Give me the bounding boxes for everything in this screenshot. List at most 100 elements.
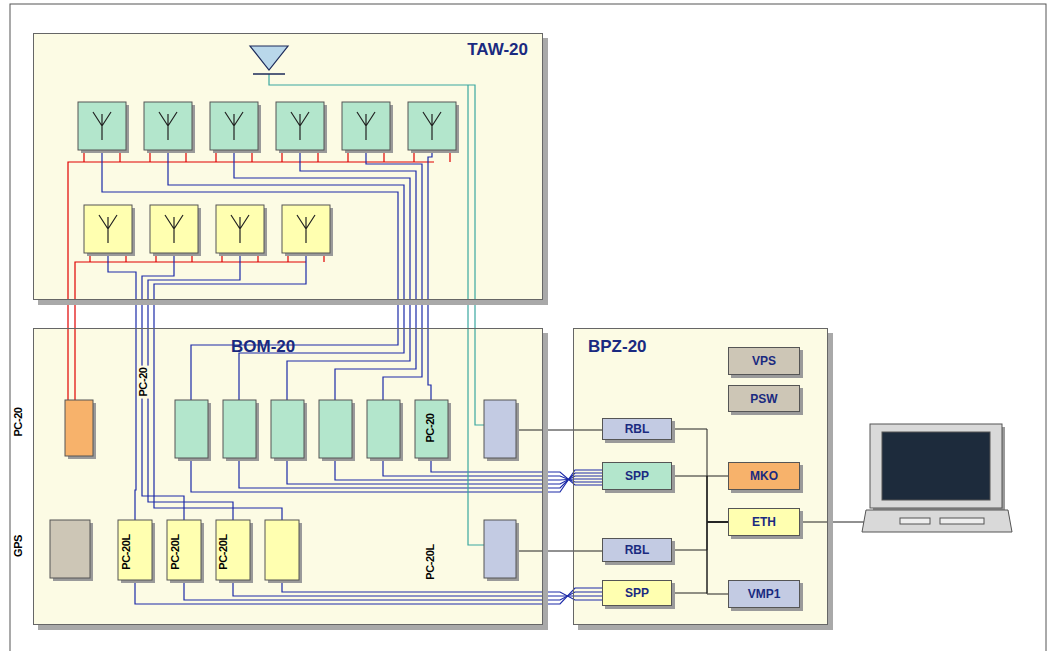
module-box: SPP [602, 462, 672, 490]
bus-line [672, 429, 728, 522]
antenna-symbol [93, 112, 111, 140]
module-box: RBL [602, 538, 672, 562]
module-box [216, 520, 250, 580]
antenna-box [210, 102, 258, 150]
gps-antenna [250, 46, 288, 70]
signal-wire [102, 150, 398, 400]
antenna-box [342, 102, 390, 150]
module-box [223, 400, 256, 458]
module-box [319, 400, 352, 458]
unit-title: BPZ-20 [588, 337, 647, 357]
antenna-box [150, 205, 198, 253]
panel-ground [573, 328, 828, 625]
signal-wire [366, 150, 422, 400]
signal-wire [383, 458, 602, 482]
module-label: ETH [752, 515, 776, 529]
module-box [265, 520, 299, 580]
gps-antenna [253, 73, 285, 75]
module-box: VMP1 [728, 580, 800, 608]
data-line [516, 430, 602, 431]
laptop-base [862, 510, 1012, 532]
laptop-display [882, 432, 990, 500]
signal-wire [135, 580, 602, 604]
antenna-cable [269, 74, 484, 425]
antenna-box [144, 102, 192, 150]
panel-ground [33, 33, 543, 300]
antenna-symbol [357, 112, 375, 140]
antenna-symbol [159, 112, 177, 140]
module-box: PSW [728, 385, 800, 412]
module-box [484, 400, 516, 458]
module-box: MKO [728, 462, 800, 490]
signal-wire [431, 458, 602, 485]
signal-wire [239, 458, 602, 488]
part-label: PC-20 [424, 411, 436, 444]
module-box [118, 520, 152, 580]
unit-panel: BOM-20 [33, 328, 543, 625]
module-box: ETH [728, 508, 800, 536]
bus-line [707, 476, 728, 522]
module-box [175, 400, 208, 458]
module-box [415, 400, 448, 458]
signal-wire [428, 150, 432, 400]
module-box: RBL [602, 418, 672, 440]
bus-line [672, 476, 728, 522]
part-label: PC-20L [169, 532, 181, 572]
antenna-symbol [291, 112, 309, 140]
antenna-symbol [225, 112, 243, 140]
rf-feed-line [68, 162, 434, 400]
module-label: MKO [750, 469, 778, 483]
module-label: RBL [625, 422, 650, 436]
module-box [271, 400, 304, 458]
unit-panel: TAW-20 [33, 33, 543, 300]
part-label: PC-20L [120, 532, 132, 572]
part-label: PC-20 [12, 405, 24, 438]
antenna-box [282, 205, 330, 253]
signal-wire [191, 458, 602, 492]
antenna-symbol [165, 215, 183, 243]
unit-title: BOM-20 [231, 337, 295, 357]
laptop-screen-shadow [873, 427, 1005, 511]
page-frame [10, 4, 1046, 651]
signal-wire [168, 150, 404, 400]
bus-line [707, 522, 728, 594]
bus-line [672, 522, 728, 550]
signal-wire [148, 253, 240, 520]
module-label: VMP1 [748, 587, 781, 601]
antenna-cable [468, 85, 484, 545]
laptop-slot [940, 518, 984, 524]
antenna-symbol [231, 215, 249, 243]
antenna-symbol [99, 215, 117, 243]
unit-panel: BPZ-20VPS PSW RBL SPP MKO ETH RBL SPP VMP1 [573, 328, 828, 625]
part-label: PC-20 [137, 365, 149, 398]
antenna-symbol [297, 215, 315, 243]
signal-wire [154, 253, 306, 520]
signal-wire [108, 253, 136, 520]
data-line [800, 522, 866, 523]
antenna-box [216, 205, 264, 253]
part-label: GPS [12, 533, 24, 559]
antenna-symbol [423, 112, 441, 140]
part-label: PC-20L [217, 532, 229, 572]
unit-title: TAW-20 [467, 40, 528, 60]
module-label: VPS [752, 354, 776, 368]
module-box [367, 400, 400, 458]
part-label: PC-20L [424, 542, 436, 582]
antenna-box [78, 102, 126, 150]
signal-wire [287, 458, 602, 484]
module-label: SPP [625, 469, 649, 483]
signal-wire [234, 150, 410, 400]
module-box: VPS [728, 347, 800, 375]
bus-line [672, 522, 728, 593]
module-box [65, 400, 93, 456]
module-box: SPP [602, 580, 672, 606]
antenna-box [276, 102, 324, 150]
data-line [516, 551, 602, 552]
laptop-screen [870, 424, 1002, 508]
module-label: PSW [750, 392, 777, 406]
antenna-box [408, 102, 456, 150]
